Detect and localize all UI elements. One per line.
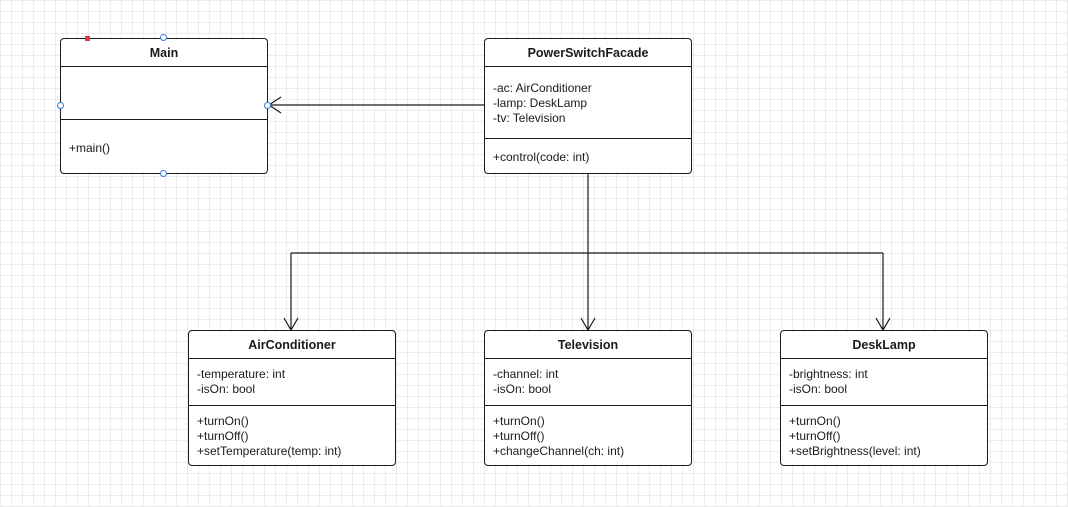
- class-facade-methods: +control(code: int): [485, 139, 691, 165]
- class-main-methods: +main(): [61, 120, 267, 156]
- method-line: +turnOn(): [493, 414, 545, 428]
- class-facade-attributes: -ac: AirConditioner -lamp: DeskLamp -tv:…: [485, 67, 691, 139]
- class-main[interactable]: Main +main(): [60, 38, 268, 174]
- method-line: +turnOff(): [789, 429, 841, 443]
- method-line: +control(code: int): [493, 150, 590, 164]
- class-air-conditioner-attributes: -temperature: int -isOn: bool: [189, 359, 395, 406]
- attribute-line: -brightness: int: [789, 367, 868, 381]
- method-line: +setBrightness(level: int): [789, 444, 921, 458]
- class-air-conditioner-methods: +turnOn() +turnOff() +setTemperature(tem…: [189, 406, 395, 459]
- method-line: +setTemperature(temp: int): [197, 444, 342, 458]
- class-desk-lamp[interactable]: DeskLamp -brightness: int -isOn: bool +t…: [780, 330, 988, 466]
- class-desk-lamp-attributes: -brightness: int -isOn: bool: [781, 359, 987, 406]
- attribute-line: -ac: AirConditioner: [493, 81, 592, 95]
- selection-handle-left[interactable]: [57, 102, 64, 109]
- class-main-name: Main: [61, 39, 267, 67]
- attribute-line: -isOn: bool: [197, 382, 256, 396]
- anchor-handle[interactable]: [85, 36, 90, 41]
- method-line: +turnOff(): [197, 429, 249, 443]
- class-power-switch-facade[interactable]: PowerSwitchFacade -ac: AirConditioner -l…: [484, 38, 692, 174]
- facade-to-main-association[interactable]: [267, 96, 484, 114]
- class-main-attributes: [61, 67, 267, 120]
- class-television-name: Television: [485, 331, 691, 359]
- facade-to-subsystems-association[interactable]: [283, 173, 891, 332]
- attribute-line: -lamp: DeskLamp: [493, 96, 588, 110]
- method-line: +turnOn(): [197, 414, 249, 428]
- attribute-line: -tv: Television: [493, 111, 566, 125]
- class-air-conditioner-name: AirConditioner: [189, 331, 395, 359]
- class-television[interactable]: Television -channel: int -isOn: bool +tu…: [484, 330, 692, 466]
- method-line: +turnOn(): [789, 414, 841, 428]
- method-line: +changeChannel(ch: int): [493, 444, 625, 458]
- attribute-line: -isOn: bool: [789, 382, 848, 396]
- class-facade-name: PowerSwitchFacade: [485, 39, 691, 67]
- selection-handle-right[interactable]: [264, 102, 271, 109]
- method-line: +turnOff(): [493, 429, 545, 443]
- method-line: +main(): [69, 141, 111, 155]
- class-television-attributes: -channel: int -isOn: bool: [485, 359, 691, 406]
- class-television-methods: +turnOn() +turnOff() +changeChannel(ch: …: [485, 406, 691, 459]
- attribute-line: -temperature: int: [197, 367, 286, 381]
- class-desk-lamp-name: DeskLamp: [781, 331, 987, 359]
- attribute-line: -isOn: bool: [493, 382, 552, 396]
- class-air-conditioner[interactable]: AirConditioner -temperature: int -isOn: …: [188, 330, 396, 466]
- selection-handle-bottom[interactable]: [160, 170, 167, 177]
- class-desk-lamp-methods: +turnOn() +turnOff() +setBrightness(leve…: [781, 406, 987, 459]
- attribute-line: -channel: int: [493, 367, 559, 381]
- selection-handle-top[interactable]: [160, 34, 167, 41]
